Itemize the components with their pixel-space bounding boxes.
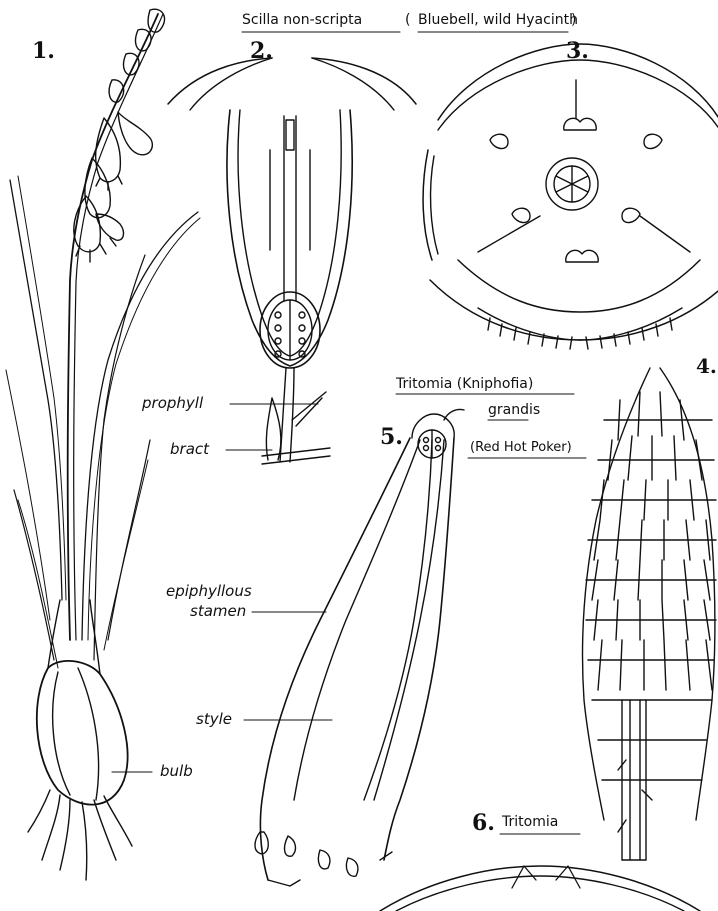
label-style: style bbox=[196, 710, 232, 728]
fig3-floral-diagram bbox=[423, 44, 718, 349]
scilla-title-open-paren: ( bbox=[405, 12, 410, 28]
fig4-red-hot-poker-drawing bbox=[583, 368, 717, 860]
tritomia-title-line3: (Red Hot Poker) bbox=[470, 440, 572, 455]
label-prophyll: prophyll bbox=[142, 394, 203, 412]
figure-number-6: 6. bbox=[472, 810, 495, 836]
scilla-title-common-name: Bluebell, wild Hyacinth bbox=[418, 12, 578, 28]
figure-number-5: 5. bbox=[380, 424, 403, 450]
tritomia-fig6-title: Tritomia bbox=[502, 814, 558, 830]
scilla-title-close-paren: ) bbox=[571, 12, 576, 28]
scilla-title-name: Scilla non-scripta bbox=[242, 12, 362, 28]
label-epiphyllous: epiphyllous bbox=[166, 582, 252, 600]
title-underlines bbox=[242, 32, 586, 834]
label-stamen: stamen bbox=[190, 602, 246, 620]
figure-number-3: 3. bbox=[566, 38, 589, 64]
fig2-flower-section-drawing bbox=[168, 58, 416, 464]
figure-number-4: 4. bbox=[696, 354, 717, 378]
tritomia-title-line1: Tritomia (Kniphofia) bbox=[396, 376, 533, 392]
fig5-tritomia-flower-section-drawing bbox=[255, 409, 464, 886]
figure-number-2: 2. bbox=[250, 38, 273, 64]
label-bract: bract bbox=[170, 440, 209, 458]
figure-number-1: 1. bbox=[32, 38, 55, 64]
label-bulb: bulb bbox=[160, 762, 193, 780]
tritomia-title-line2: grandis bbox=[488, 402, 540, 418]
fig6-tritomia-diagram bbox=[380, 866, 700, 911]
